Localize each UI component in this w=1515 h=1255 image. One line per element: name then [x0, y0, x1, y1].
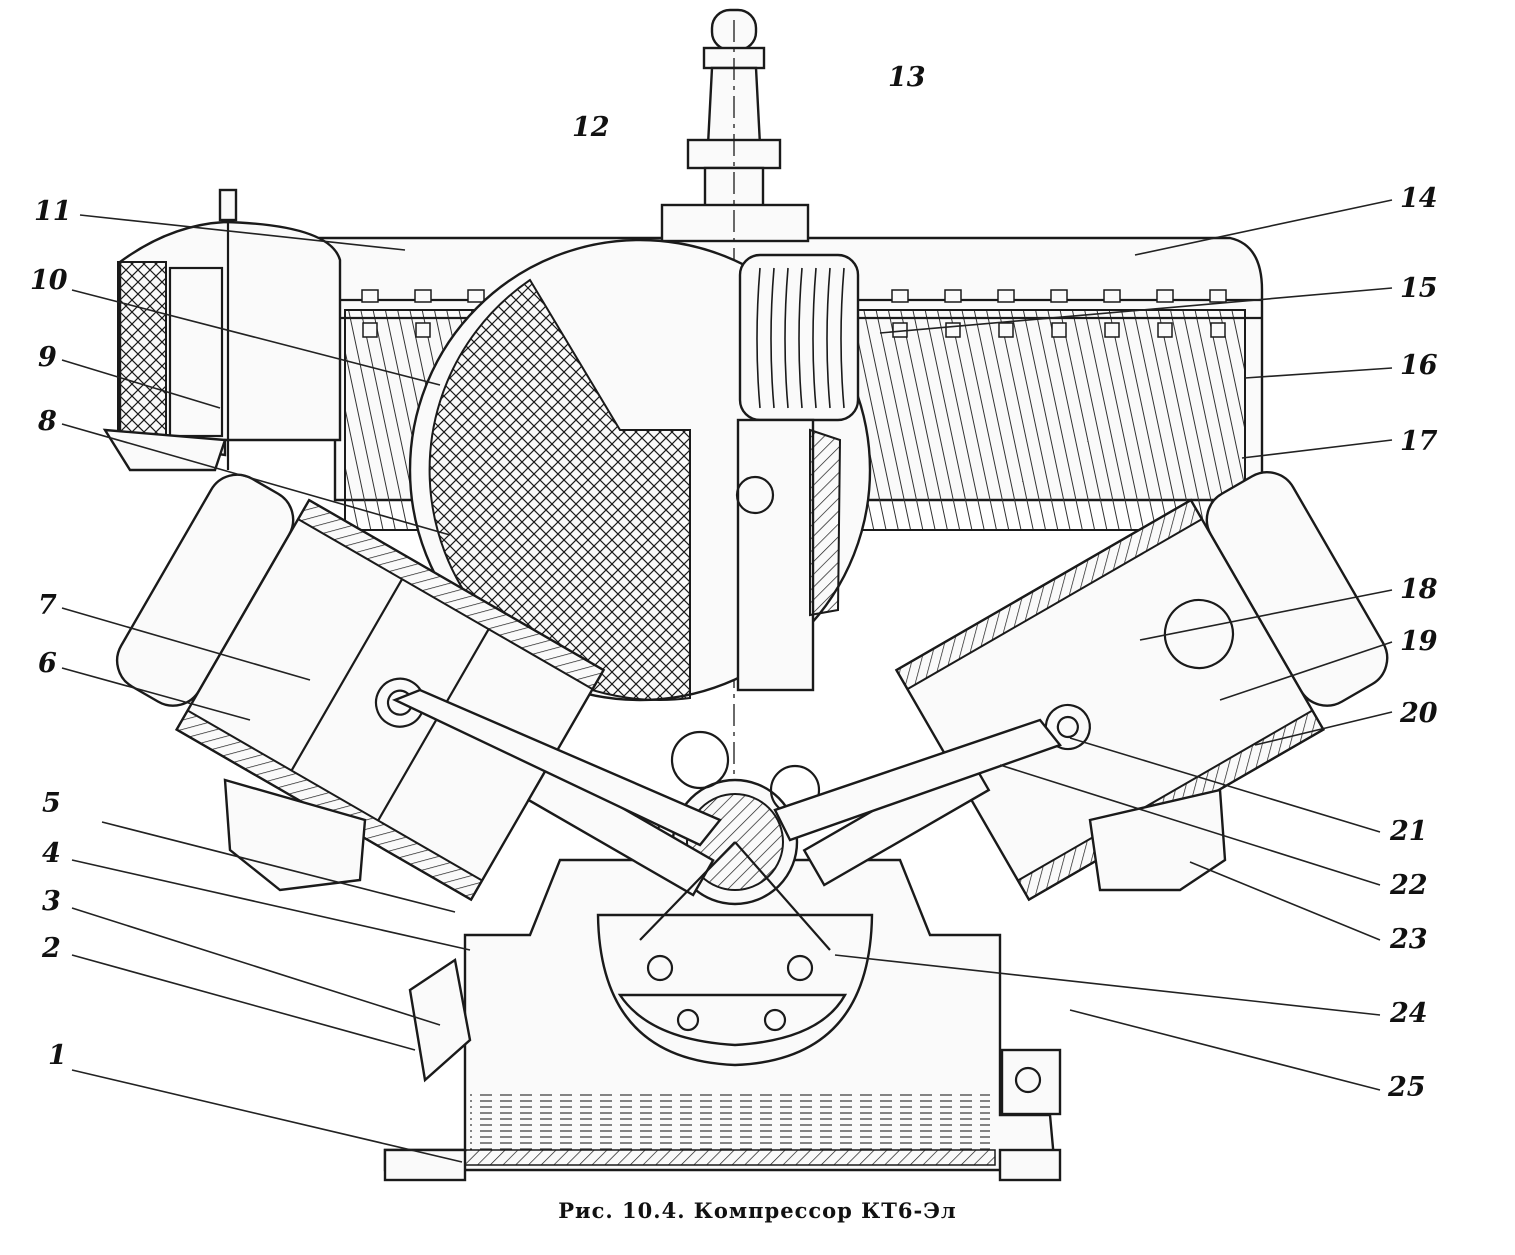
callout-8: 8 — [38, 406, 57, 437]
callout-4: 4 — [42, 838, 61, 869]
callout-17: 17 — [1400, 426, 1438, 457]
fan — [408, 238, 872, 702]
callout-13: 13 — [888, 62, 926, 93]
callout-19: 19 — [1400, 626, 1438, 657]
callout-3: 3 — [42, 886, 61, 917]
right-cylinder — [802, 471, 1389, 902]
callout-6: 6 — [38, 648, 57, 679]
leader-lines — [61, 199, 1393, 1163]
callout-23: 23 — [1390, 924, 1428, 955]
figure-caption: Рис. 10.4. Компрессор КТ6-Эл — [558, 1198, 957, 1223]
callout-10: 10 — [30, 265, 68, 296]
left-cylinder — [115, 473, 715, 902]
callout-18: 18 — [1400, 574, 1438, 605]
callout-11: 11 — [34, 196, 72, 227]
callout-14: 14 — [1400, 183, 1438, 214]
safety-valve — [660, 8, 810, 1130]
callout-12: 12 — [572, 112, 610, 143]
callout-2: 2 — [42, 933, 61, 964]
callout-25: 25 — [1388, 1072, 1426, 1103]
callout-22: 22 — [1390, 870, 1428, 901]
callout-1: 1 — [48, 1040, 67, 1071]
callout-24: 24 — [1390, 998, 1428, 1029]
callout-9: 9 — [38, 342, 57, 373]
connecting-rods — [392, 688, 1062, 951]
callout-7: 7 — [38, 590, 57, 621]
callout-5: 5 — [42, 788, 61, 819]
callout-16: 16 — [1400, 350, 1438, 381]
callout-15: 15 — [1400, 273, 1438, 304]
callout-21: 21 — [1390, 816, 1428, 847]
crankcase — [383, 858, 1062, 1172]
callout-20: 20 — [1400, 698, 1438, 729]
air-filter — [102, 188, 342, 472]
